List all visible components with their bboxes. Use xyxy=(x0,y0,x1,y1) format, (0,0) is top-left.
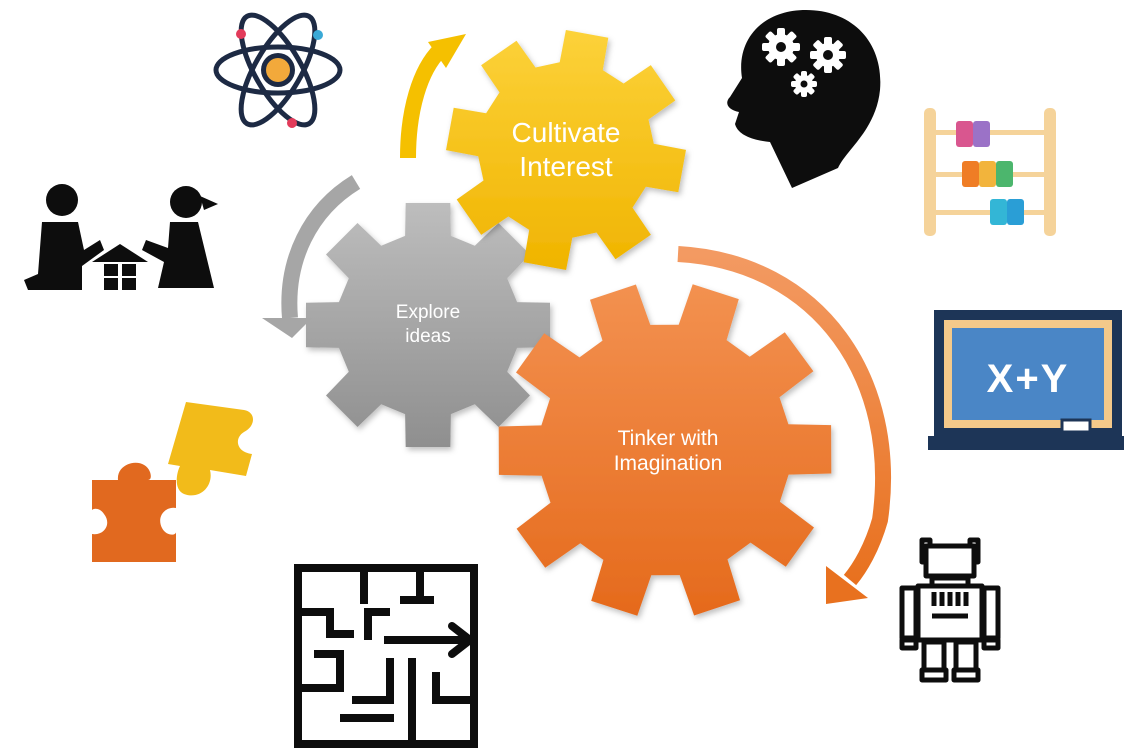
cultivate-gear-label-line2: Interest xyxy=(519,151,613,182)
atom-icon xyxy=(213,12,343,128)
puzzle-pieces-icon xyxy=(92,402,253,562)
abacus-icon xyxy=(924,108,1056,236)
robot-icon xyxy=(899,537,1001,683)
chalkboard-icon: X+Y xyxy=(928,310,1124,450)
cultivate-interest-gear: Cultivate Interest xyxy=(446,30,686,270)
yellow-cycle-arrow xyxy=(400,34,466,159)
explore-gear-label-line2: ideas xyxy=(405,326,450,347)
chalkboard-text: X+Y xyxy=(987,357,1070,401)
tinker-gear-label-line2: Imagination xyxy=(614,452,723,475)
children-playing-blocks-icon xyxy=(24,184,218,290)
tinker-imagination-gear: Tinker with Imagination xyxy=(498,284,832,616)
orange-cycle-arrow xyxy=(677,246,892,604)
explore-ideas-gear: Explore ideas xyxy=(306,203,550,447)
explore-gear-label-line1: Explore xyxy=(396,302,460,323)
gray-cycle-arrow xyxy=(262,175,361,338)
cultivate-gear-label-line1: Cultivate xyxy=(512,117,621,148)
tinker-gear-label-line1: Tinker with xyxy=(618,427,719,450)
brain-gears-icon xyxy=(727,10,881,188)
maze-icon xyxy=(294,564,478,748)
